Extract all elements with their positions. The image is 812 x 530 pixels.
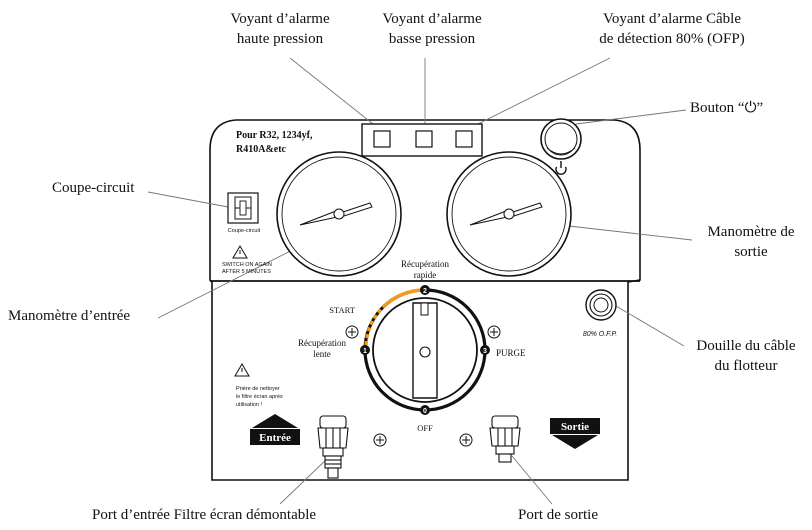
callout-power-button-text: Bouton “⏻”: [690, 100, 764, 116]
callout-cable-alarm: Voyant d’alarme Câble de détection 80% (…: [562, 9, 782, 49]
filter-warning-icon: [234, 363, 250, 377]
callout-inlet-gauge: Manomètre d’entrée: [8, 306, 130, 326]
callout-circuit-breaker-text: Coupe-circuit: [52, 180, 135, 196]
cable-detection-light: [455, 130, 473, 148]
refrigerant-line1: Pour R32, 1234yf,: [236, 130, 313, 141]
callout-outlet-gauge-line1: Manomètre de: [707, 224, 795, 240]
purge-label: PURGE: [496, 348, 526, 358]
rapid-recovery-line2: rapide: [414, 270, 437, 280]
dial-number-0: 0: [423, 408, 427, 415]
dial-number-3: 3: [483, 348, 487, 355]
callout-power-button: Bouton “⏻”: [690, 98, 763, 118]
callout-inlet-port: Port d’entrée Filtre écran démontable: [92, 505, 316, 525]
outlet-tag-text: Sortie: [561, 421, 589, 433]
callout-circuit-breaker: Coupe-circuit: [52, 178, 134, 198]
off-label: OFF: [417, 423, 433, 433]
circuit-breaker[interactable]: [227, 192, 259, 224]
filter-note-line1: Prière de nettoyer: [236, 386, 280, 392]
callout-float-socket: Douille du câble du flotteur: [686, 336, 806, 376]
callout-high-pressure-alarm-line2: haute pression: [236, 31, 324, 47]
inlet-tag: [250, 414, 300, 445]
callout-float-socket-line1: Douille du câble: [696, 338, 796, 354]
inlet-tag-text: Entrée: [259, 432, 291, 444]
power-icon: [555, 161, 567, 175]
alarm-lights-group: [361, 123, 483, 157]
filter-note-line3: utilisation !: [236, 402, 262, 408]
callout-float-socket-line2: du flotteur: [714, 358, 778, 374]
outlet-gauge: [446, 151, 572, 277]
low-pressure-light: [415, 130, 433, 148]
screw-right-bottom: [459, 433, 473, 447]
callout-outlet-gauge: Manomètre de sortie: [696, 222, 806, 262]
callout-outlet-port-text: Port de sortie: [518, 507, 598, 523]
dial-number-1: 1: [363, 348, 367, 355]
callout-inlet-port-text: Port d’entrée Filtre écran démontable: [92, 507, 317, 523]
float-socket[interactable]: [585, 289, 617, 321]
callout-low-pressure-alarm-line1: Voyant d’alarme: [382, 11, 482, 27]
power-button[interactable]: [540, 118, 582, 160]
warning-line2: AFTER 5 MINUTES: [222, 269, 271, 275]
callout-inlet-gauge-text: Manomètre d’entrée: [8, 308, 131, 324]
dial-position-markers: [360, 285, 490, 415]
mode-selector-dial[interactable]: [363, 288, 487, 412]
callout-cable-alarm-line2: de détection 80% (OFP): [599, 31, 745, 47]
outlet-port[interactable]: [489, 415, 521, 463]
leader-lines: [147, 57, 693, 505]
inlet-gauge: [276, 151, 402, 277]
slow-recovery-line2: lente: [313, 349, 331, 359]
start-label: START: [329, 305, 356, 315]
slow-recovery-line1: Récupération: [298, 338, 346, 348]
callout-outlet-port: Port de sortie: [518, 505, 598, 525]
warning-line1: SWITCH ON AGAIN: [222, 262, 272, 268]
rapid-recovery-line1: Récupération: [401, 259, 449, 269]
high-pressure-light: [373, 130, 391, 148]
start-arc: [364, 305, 385, 346]
screw-left-mid: [345, 325, 359, 339]
callout-high-pressure-alarm: Voyant d’alarme haute pression: [210, 9, 350, 49]
inlet-port[interactable]: [317, 415, 349, 479]
callout-high-pressure-alarm-line1: Voyant d’alarme: [230, 11, 330, 27]
screw-left-bottom: [373, 433, 387, 447]
callout-cable-alarm-line1: Voyant d’alarme Câble: [602, 11, 741, 27]
filter-note-line2: le filtre écran après: [236, 394, 283, 400]
outlet-tag: [550, 418, 600, 449]
callout-outlet-gauge-line2: sortie: [734, 244, 768, 260]
dial-number-2: 2: [423, 288, 427, 295]
callout-low-pressure-alarm: Voyant d’alarme basse pression: [362, 9, 502, 49]
ofp-label: 80% O.F.P.: [583, 331, 617, 338]
warning-icon: [232, 245, 248, 259]
callout-low-pressure-alarm-line2: basse pression: [388, 31, 476, 47]
refrigerant-line2: R410A&etc: [236, 144, 287, 155]
breaker-label: Coupe-circuit: [228, 228, 261, 234]
screw-right-mid: [487, 325, 501, 339]
